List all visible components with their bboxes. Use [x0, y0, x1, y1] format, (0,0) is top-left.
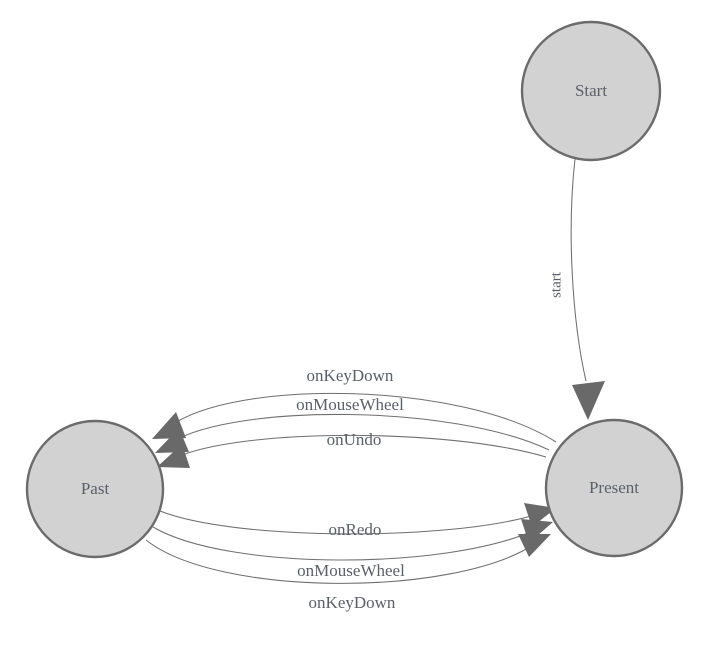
edge-start-present[interactable]: start: [548, 158, 605, 420]
edge-present-past-onundo[interactable]: onUndo: [157, 430, 547, 468]
edge-past-present-1-path: [159, 510, 539, 535]
node-present-circle: [544, 418, 684, 558]
node-present[interactable]: Present: [544, 418, 684, 558]
node-start-circle: [520, 20, 662, 162]
edge-label-past-present-2: onMouseWheel: [297, 561, 405, 580]
edge-label-past-present-3: onKeyDown: [309, 593, 396, 612]
node-start[interactable]: Start: [520, 20, 662, 162]
edge-present-past-3-path: [174, 434, 547, 459]
edge-label-past-present-1: onRedo: [329, 520, 382, 539]
edge-start-present-path: [570, 158, 587, 382]
edge-present-past-1-path: [168, 392, 557, 443]
edge-label-present-past-3: onUndo: [327, 430, 382, 449]
node-start-label: Start: [575, 81, 607, 100]
arrow-head-start-present: [572, 381, 605, 420]
node-past-label: Past: [81, 479, 110, 498]
edge-past-present-onredo[interactable]: onRedo: [159, 503, 556, 539]
edge-past-present-3-path: [145, 539, 534, 584]
arrow-head-past-present-3: [518, 534, 551, 557]
edge-label-present-past-1: onKeyDown: [307, 366, 394, 385]
arrow-head-present-past-3: [157, 444, 190, 468]
edge-past-present-2-path: [152, 526, 536, 561]
node-present-label: Present: [589, 478, 639, 497]
edge-past-present-onkeydown[interactable]: onKeyDown: [145, 534, 551, 612]
edge-label-present-past-2: onMouseWheel: [296, 395, 404, 414]
node-past[interactable]: Past: [25, 419, 165, 559]
edge-label-start: start: [548, 271, 564, 298]
edge-present-past-2-path: [171, 413, 550, 451]
node-past-circle: [25, 419, 165, 559]
